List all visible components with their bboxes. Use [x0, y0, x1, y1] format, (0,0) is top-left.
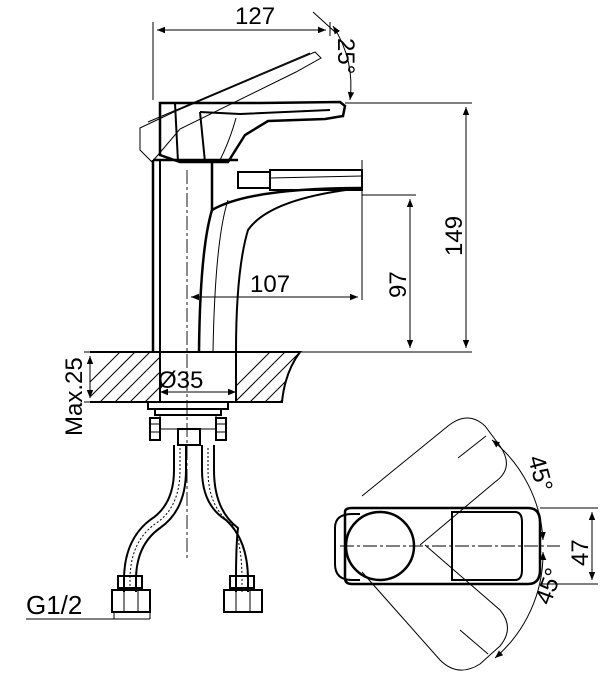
mounting-fixings: [147, 401, 229, 446]
dimension-spout-height: 97: [362, 194, 416, 348]
dimension-spout-reach: 107: [191, 271, 358, 301]
side-elevation-view: 127 25° 149 97 107 Ø35: [26, 3, 472, 620]
dimension-rotation-left-label: 45°: [522, 453, 557, 495]
lever-handle: [158, 100, 347, 164]
dimension-lever-angle: 25°: [312, 11, 359, 101]
dimension-total-length: 127: [152, 3, 331, 100]
dimension-spout-height-label: 97: [385, 271, 412, 298]
dimension-hole-diameter: Ø35: [158, 367, 236, 396]
dimension-max-thickness: Max.25: [61, 351, 100, 436]
plan-body-outline: [334, 506, 560, 586]
dimension-body-width-label: 47: [567, 539, 594, 566]
spout-mouth: [237, 160, 363, 300]
dimension-total-height: 149: [300, 102, 472, 353]
braided-hoses: [111, 445, 263, 613]
lever-raised-ghost: [139, 51, 322, 163]
dimension-max-thickness-label: Max.25: [61, 357, 88, 436]
dimension-total-length-label: 127: [235, 3, 275, 30]
dimension-lever-angle-label: 25°: [332, 38, 359, 74]
dimension-hole-diameter-label: Ø35: [158, 367, 203, 394]
dimension-spout-reach-label: 107: [250, 271, 290, 298]
plan-ghost-left: [361, 417, 507, 546]
dimension-rotation-right-label: 45°: [530, 565, 568, 608]
dimension-body-width: 47: [540, 507, 598, 585]
dimension-total-height-label: 149: [441, 216, 468, 256]
plan-view: 47 45° 45°: [334, 417, 598, 671]
thread-label-group: G1/2: [26, 590, 151, 620]
thread-label: G1/2: [26, 590, 82, 620]
faucet-body: [151, 158, 363, 353]
plan-ghost-right: [361, 544, 508, 671]
